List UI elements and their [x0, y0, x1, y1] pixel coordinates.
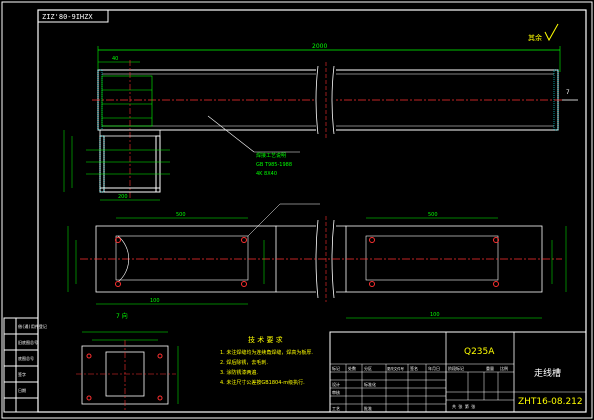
top-view: 500 500 100 100 — [67, 203, 567, 319]
tb-process: 工艺 — [332, 406, 340, 411]
inner-frame — [37, 9, 587, 413]
tb-sign: 签名 — [410, 365, 418, 371]
tb-approve: 批准 — [364, 405, 372, 411]
strip-label-1: 旧底图总号 — [18, 339, 38, 345]
dim-slot-left: 500 — [176, 212, 186, 218]
strip-label-4: 日期 — [18, 387, 26, 393]
section-label: 7 向 — [116, 312, 128, 320]
roughness-symbol: 其余 — [528, 23, 559, 42]
roughness-label: 其余 — [528, 33, 542, 42]
tb-stage: 阶段标记 — [448, 365, 464, 371]
tb-date: 年月日 — [428, 365, 440, 371]
tech-req-item-1: 2. 焊后除锈，去毛刺. — [220, 359, 268, 366]
tb-count: 处数 — [348, 365, 356, 371]
tech-requirements: 技 术 要 求 1. 未注焊缝均为连续角焊缝，焊高为板厚. 2. 焊后除锈，去毛… — [220, 335, 313, 386]
part-name: 走线槽 — [534, 367, 561, 379]
dim-bottom-left: 100 — [150, 298, 160, 304]
weld-note-1: 焊接工艺说明 — [256, 152, 286, 159]
tb-scale: 比例 — [500, 365, 508, 371]
tb-check: 审核 — [332, 389, 340, 395]
dim-slot-right: 500 — [428, 212, 438, 218]
tech-req-item-2: 3. 涂防锈漆两遍. — [220, 369, 258, 376]
strip-label-2: 底图总号 — [18, 355, 34, 361]
strip-label-3: 签字 — [18, 371, 26, 377]
drawing-code: ZHT16-08.212 — [518, 397, 583, 407]
dim-overall: 2000 — [312, 43, 327, 50]
tech-req-item-3: 4. 未注尺寸公差按GB1804-m级执行. — [220, 379, 305, 386]
tech-req-title: 技 术 要 求 — [248, 335, 283, 344]
tb-standard: 标准化 — [364, 381, 376, 387]
tb-change: 更改文件号 — [387, 366, 405, 371]
tb-design: 设计 — [332, 381, 340, 387]
tb-sheet: 共 张 第 张 — [452, 403, 475, 409]
dim-bottom-right: 100 — [430, 312, 440, 318]
tech-req-item-0: 1. 未注焊缝均为连续角焊缝，焊高为板厚. — [220, 349, 313, 356]
left-strip: 借(通)用件登记 旧底图总号 底图总号 签字 日期 — [3, 317, 47, 413]
weld-note-2: GB T985-1988 — [256, 162, 292, 168]
front-view: 2000 40 7 焊接工艺说明 GB T985-1988 4K 8X40 — [92, 43, 578, 177]
code-box — [37, 9, 109, 23]
code-box-text: ZIZ'80-9IHZX — [42, 13, 93, 21]
tb-weight: 重量 — [486, 365, 494, 371]
weld-note-3: 4K 8X40 — [256, 171, 277, 177]
dim-top-small: 40 — [112, 56, 118, 62]
section-view: 7 向 — [76, 312, 179, 410]
tb-mark: 标记 — [332, 365, 340, 371]
tb-zone: 分区 — [364, 365, 372, 371]
material-text: Q235A — [464, 347, 495, 357]
left-detail: 200 — [63, 60, 170, 201]
title-block: Q235A 走线槽 ZHT16-08.212 标记 处数 分区 更改文件号 签名… — [329, 331, 587, 413]
dim-box-w: 200 — [118, 194, 128, 200]
strip-label-0: 借(通)用件登记 — [18, 323, 47, 329]
svg-text:7: 7 — [566, 89, 570, 96]
